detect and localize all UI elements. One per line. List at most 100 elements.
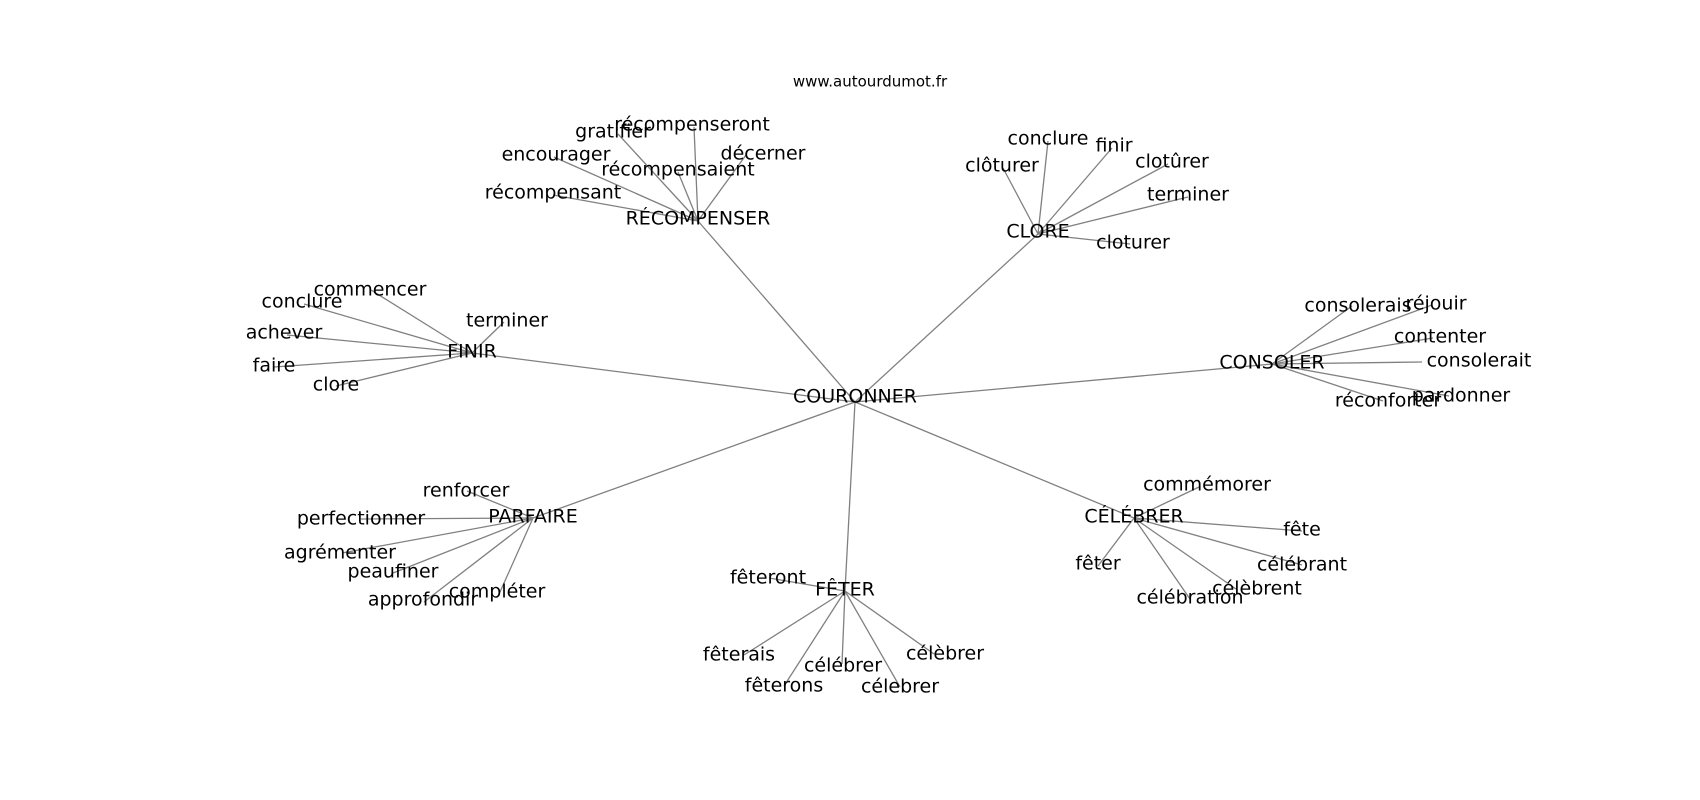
edge-recompenser-word xyxy=(617,133,699,222)
word-node-consoler[interactable]: réconforter xyxy=(1335,390,1441,412)
word-node-finir[interactable]: achever xyxy=(246,322,323,344)
node-recompenser[interactable]: RÉCOMPENSER xyxy=(626,207,771,230)
edge-celebrer-word xyxy=(1133,486,1200,519)
word-node-recompenser[interactable]: récompensaient xyxy=(601,159,754,181)
word-node-consoler[interactable]: réjouir xyxy=(1405,293,1466,315)
word-node-celebrer[interactable]: célébration xyxy=(1136,587,1243,609)
edge-recompenser-word xyxy=(697,154,747,222)
edge-consoler-word xyxy=(1271,363,1450,397)
edge-finir-word xyxy=(471,321,505,354)
word-node-finir[interactable]: terminer xyxy=(466,310,548,332)
edge-parfaire-word xyxy=(392,517,534,574)
edge-feter-word xyxy=(768,577,846,592)
word-node-consoler[interactable]: consolerait xyxy=(1427,350,1532,372)
word-node-recompenser[interactable]: gratifier xyxy=(575,121,651,143)
edge-recompenser-word xyxy=(553,156,699,222)
word-node-feter[interactable]: fêterais xyxy=(703,644,775,666)
edge-finir-word xyxy=(303,303,473,354)
edge-recompenser-word xyxy=(677,171,699,222)
edge-finir-word xyxy=(286,334,473,354)
word-node-finir[interactable]: faire xyxy=(253,355,296,377)
edge-consoler-word xyxy=(1271,337,1434,365)
word-node-recompenser[interactable]: récompenseront xyxy=(614,114,770,136)
edge-parfaire-word xyxy=(499,517,534,593)
word-node-parfaire[interactable]: perfectionner xyxy=(297,508,426,530)
edge-celebrer-word xyxy=(1133,517,1303,532)
edge-parfaire-word xyxy=(423,517,534,603)
edge-clore-word xyxy=(1037,140,1049,235)
word-node-parfaire[interactable]: agrémenter xyxy=(284,542,396,564)
edge-clore-word xyxy=(1037,196,1189,235)
node-feter[interactable]: FÊTER xyxy=(815,578,875,601)
edge-finir-word xyxy=(273,352,473,368)
edge-consoler-word xyxy=(1271,363,1384,402)
node-finir[interactable]: FINIR xyxy=(447,341,497,363)
center-word-node[interactable]: COURONNER xyxy=(793,386,917,408)
word-node-parfaire[interactable]: renforcer xyxy=(423,480,510,502)
edge-parfaire-word xyxy=(466,490,534,519)
edge-center-feter xyxy=(844,401,856,592)
edge-celebrer-word xyxy=(1097,517,1135,567)
edge-consoler-word xyxy=(1271,304,1433,365)
word-node-recompenser[interactable]: récompensant xyxy=(485,182,622,204)
source-label[interactable]: www.autourdumot.fr xyxy=(793,73,948,91)
edge-consoler-word xyxy=(1271,361,1423,365)
word-node-clore[interactable]: clotûrer xyxy=(1135,151,1209,173)
edge-finir-word xyxy=(370,289,473,354)
edge-center-clore xyxy=(854,233,1039,403)
node-clore[interactable]: CLORE xyxy=(1006,221,1069,243)
edge-center-parfaire xyxy=(532,401,856,519)
word-node-recompenser[interactable]: encourager xyxy=(502,144,611,166)
word-node-clore[interactable]: cloturer xyxy=(1096,232,1170,254)
word-node-clore[interactable]: clôturer xyxy=(965,155,1039,177)
edge-feter-word xyxy=(844,590,901,688)
labels-layer: COURONNER RÉCOMPENSER récompenserontgratif… xyxy=(246,114,1532,698)
word-node-feter[interactable]: célèbrer xyxy=(906,643,984,665)
word-node-finir[interactable]: clore xyxy=(313,374,359,396)
edge-finir-word xyxy=(335,352,473,387)
word-node-finir[interactable]: conclure xyxy=(262,291,343,313)
edge-consoler-word xyxy=(1271,305,1353,365)
word-node-clore[interactable]: finir xyxy=(1095,135,1132,157)
word-node-clore[interactable]: terminer xyxy=(1147,184,1229,206)
word-node-clore[interactable]: conclure xyxy=(1008,128,1089,150)
edge-center-celebrer xyxy=(854,401,1135,519)
word-node-celebrer[interactable]: célèbrent xyxy=(1212,578,1302,600)
word-node-feter[interactable]: célébrer xyxy=(804,655,882,677)
word-node-parfaire[interactable]: compléter xyxy=(449,581,546,603)
node-parfaire[interactable]: PARFAIRE xyxy=(488,506,577,528)
node-celebrer[interactable]: CÉLÉBRER xyxy=(1084,505,1183,528)
edge-feter-word xyxy=(841,590,846,665)
word-node-recompenser[interactable]: décerner xyxy=(721,143,806,165)
word-node-celebrer[interactable]: célébrant xyxy=(1257,554,1347,576)
word-node-celebrer[interactable]: commémorer xyxy=(1143,474,1271,496)
edge-recompenser-word xyxy=(693,126,699,222)
word-node-feter[interactable]: célebrer xyxy=(861,676,939,698)
word-node-parfaire[interactable]: approfondir xyxy=(368,589,478,611)
edges-layer xyxy=(273,126,1450,688)
word-node-parfaire[interactable]: peaufiner xyxy=(348,561,439,583)
word-node-feter[interactable]: fêterons xyxy=(745,675,823,697)
word-node-consoler[interactable]: pardonner xyxy=(1412,385,1511,407)
edge-recompenser-word xyxy=(552,194,699,222)
edge-feter-word xyxy=(743,590,846,656)
node-consoler[interactable]: CONSOLER xyxy=(1219,352,1324,374)
edge-center-finir xyxy=(471,352,856,403)
word-node-consoler[interactable]: contenter xyxy=(1394,326,1486,348)
edge-clore-word xyxy=(1037,147,1113,235)
word-node-celebrer[interactable]: fêter xyxy=(1075,553,1121,575)
word-node-celebrer[interactable]: fête xyxy=(1283,519,1321,541)
edge-celebrer-word xyxy=(1133,517,1237,590)
edge-clore-word xyxy=(1037,163,1169,235)
word-node-consoler[interactable]: consolerais xyxy=(1304,295,1411,317)
edge-parfaire-word xyxy=(341,517,534,554)
edge-clore-word xyxy=(1002,167,1039,235)
edge-parfaire-word xyxy=(360,517,534,520)
edge-celebrer-word xyxy=(1133,517,1303,566)
word-node-feter[interactable]: fêteront xyxy=(730,567,806,589)
edge-feter-word xyxy=(783,590,846,687)
edge-center-recompenser xyxy=(697,220,856,403)
word-node-finir[interactable]: commencer xyxy=(314,279,427,301)
edge-clore-word xyxy=(1037,233,1131,245)
